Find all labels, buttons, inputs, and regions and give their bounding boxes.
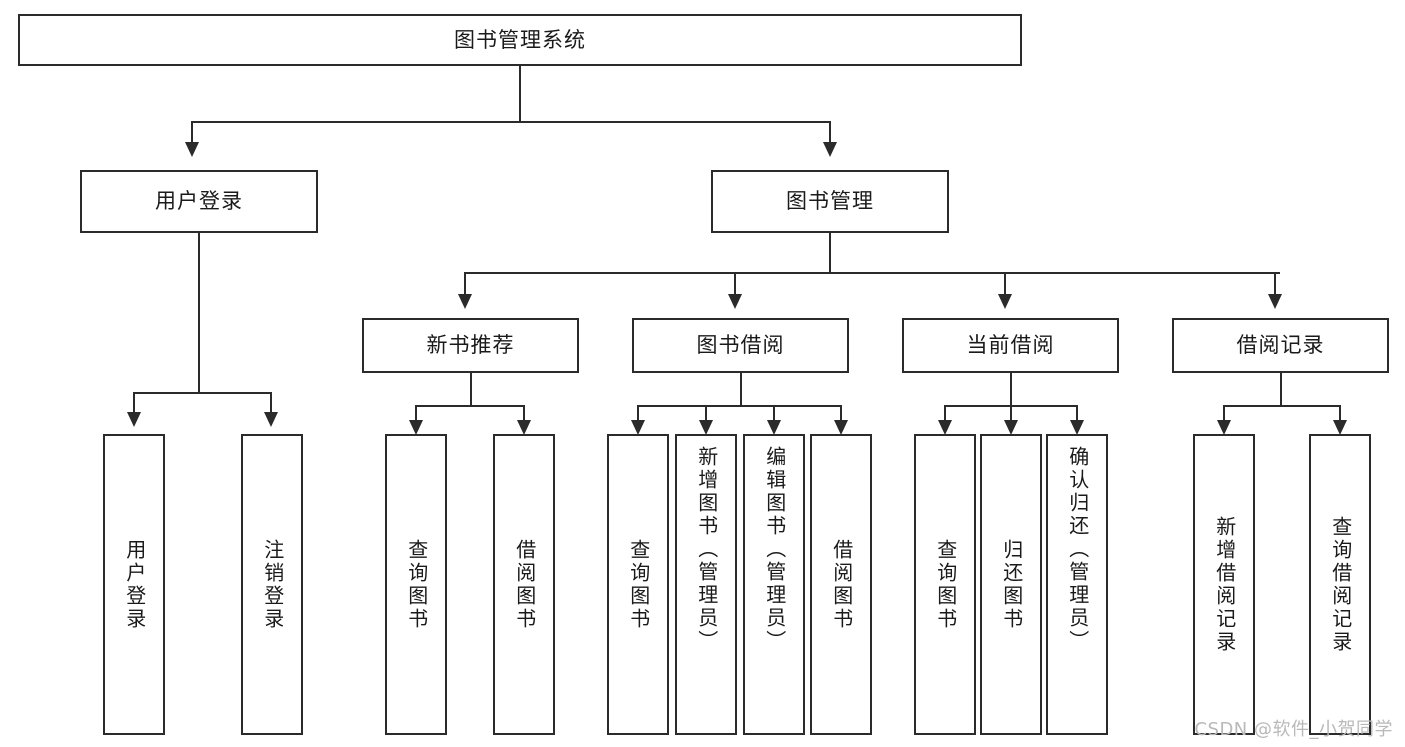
connector-current-borrow-leaf1 — [944, 405, 946, 423]
arrowhead-new-book-recommend — [458, 294, 472, 309]
connector-book-borrow-bus — [637, 405, 842, 407]
node-label: 用户登录 — [122, 538, 147, 631]
connector-to-book-management — [829, 121, 831, 147]
arrowhead-leaf-borrow-book-2 — [834, 420, 848, 435]
node-leaf-query-record[interactable]: 查询借阅记录 — [1309, 434, 1371, 735]
arrowhead-leaf-confirm-return — [1070, 420, 1084, 435]
connector-user-login-leaf2 — [270, 392, 272, 414]
node-book-borrow[interactable]: 图书借阅 — [632, 318, 849, 373]
connector-book-management-stem — [829, 233, 831, 273]
connector-book-borrow-leaf3 — [773, 405, 775, 423]
connector-user-login-stem — [198, 233, 200, 393]
connector-to-book-borrow — [734, 272, 736, 296]
connector-current-borrow-stem — [1010, 373, 1012, 406]
node-label: 借阅图书 — [829, 538, 854, 631]
arrowhead-leaf-query-book-3 — [938, 420, 952, 435]
node-label: 图书借阅 — [696, 333, 785, 357]
arrowhead-user-login — [185, 142, 199, 157]
arrowhead-book-borrow — [728, 294, 742, 309]
node-label: 查询借阅记录 — [1328, 515, 1353, 654]
arrowhead-leaf-borrow-book-1 — [517, 420, 531, 435]
arrowhead-leaf-query-book-2 — [631, 420, 645, 435]
watermark-text: CSDN @软件_小贺同学 — [1194, 719, 1393, 740]
node-label: 新增借阅记录 — [1212, 515, 1237, 654]
node-label: 归还图书 — [999, 538, 1024, 631]
node-label: 确认归还（管理员） — [1065, 446, 1090, 653]
connector-new-book-bus — [415, 405, 525, 407]
node-label: 编辑图书（管理员） — [762, 446, 787, 653]
connector-to-borrow-record — [1274, 272, 1276, 296]
connector-current-borrow-leaf3 — [1076, 405, 1078, 423]
connector-new-book-leaf2 — [523, 405, 525, 423]
node-leaf-borrow-book-1[interactable]: 借阅图书 — [493, 434, 555, 735]
connector-borrow-record-leaf2 — [1339, 405, 1341, 423]
node-label: 查询图书 — [626, 538, 651, 631]
node-current-borrow[interactable]: 当前借阅 — [902, 318, 1119, 373]
node-label: 新书推荐 — [426, 333, 515, 357]
node-new-book-recommend[interactable]: 新书推荐 — [362, 318, 579, 373]
node-label: 用户登录 — [155, 189, 243, 213]
node-root-system[interactable]: 图书管理系统 — [18, 14, 1022, 66]
arrowhead-book-management — [823, 142, 837, 157]
node-label: 借阅图书 — [512, 538, 537, 631]
connector-new-book-stem — [470, 373, 472, 406]
connector-root-stem — [519, 66, 521, 122]
node-label: 借阅记录 — [1236, 333, 1325, 357]
arrowhead-leaf-user-login — [127, 412, 141, 427]
node-label: 查询图书 — [933, 538, 958, 631]
node-label: 注销登录 — [260, 538, 285, 631]
connector-level2-bus — [464, 272, 1280, 274]
node-leaf-query-book-3[interactable]: 查询图书 — [914, 434, 976, 735]
connector-borrow-record-bus — [1223, 405, 1341, 407]
connector-user-login-leaf1 — [133, 392, 135, 414]
connector-book-borrow-leaf2 — [705, 405, 707, 423]
node-label: 当前借阅 — [966, 333, 1055, 357]
arrowhead-leaf-query-record — [1333, 420, 1347, 435]
node-leaf-edit-book[interactable]: 编辑图书（管理员） — [743, 434, 805, 735]
node-leaf-return-book[interactable]: 归还图书 — [980, 434, 1042, 735]
arrowhead-leaf-return-book — [1004, 420, 1018, 435]
connector-current-borrow-leaf2 — [1010, 405, 1012, 423]
arrowhead-leaf-add-record — [1217, 420, 1231, 435]
node-leaf-query-book-1[interactable]: 查询图书 — [385, 434, 447, 735]
arrowhead-leaf-query-book-1 — [409, 420, 423, 435]
node-leaf-add-book[interactable]: 新增图书（管理员） — [675, 434, 737, 735]
connector-book-borrow-leaf4 — [840, 405, 842, 423]
node-leaf-logout-login[interactable]: 注销登录 — [241, 434, 303, 735]
node-label: 图书管理系统 — [454, 27, 586, 52]
connector-to-current-borrow — [1004, 272, 1006, 296]
arrowhead-leaf-edit-book — [767, 420, 781, 435]
node-leaf-borrow-book-2[interactable]: 借阅图书 — [810, 434, 872, 735]
node-leaf-user-login[interactable]: 用户登录 — [103, 434, 165, 735]
connector-book-borrow-leaf1 — [637, 405, 639, 423]
connector-to-new-book-recommend — [464, 272, 466, 296]
node-label: 新增图书（管理员） — [694, 446, 719, 653]
arrowhead-leaf-logout-login — [264, 412, 278, 427]
arrowhead-current-borrow — [998, 294, 1012, 309]
connector-borrow-record-stem — [1280, 373, 1282, 406]
node-label: 图书管理 — [786, 189, 874, 213]
connector-borrow-record-leaf1 — [1223, 405, 1225, 423]
connector-level1-bus — [191, 121, 831, 123]
node-leaf-add-record[interactable]: 新增借阅记录 — [1193, 434, 1255, 735]
connector-user-login-bus — [133, 392, 272, 394]
connector-new-book-leaf1 — [415, 405, 417, 423]
node-user-login[interactable]: 用户登录 — [80, 170, 318, 233]
node-label: 查询图书 — [404, 538, 429, 631]
node-leaf-query-book-2[interactable]: 查询图书 — [607, 434, 669, 735]
node-leaf-confirm-return[interactable]: 确认归还（管理员） — [1046, 434, 1108, 735]
node-borrow-record[interactable]: 借阅记录 — [1172, 318, 1389, 373]
node-book-management[interactable]: 图书管理 — [711, 170, 949, 233]
connector-book-borrow-stem — [740, 373, 742, 406]
arrowhead-leaf-add-book — [699, 420, 713, 435]
arrowhead-borrow-record — [1268, 294, 1282, 309]
connector-to-user-login — [191, 121, 193, 147]
